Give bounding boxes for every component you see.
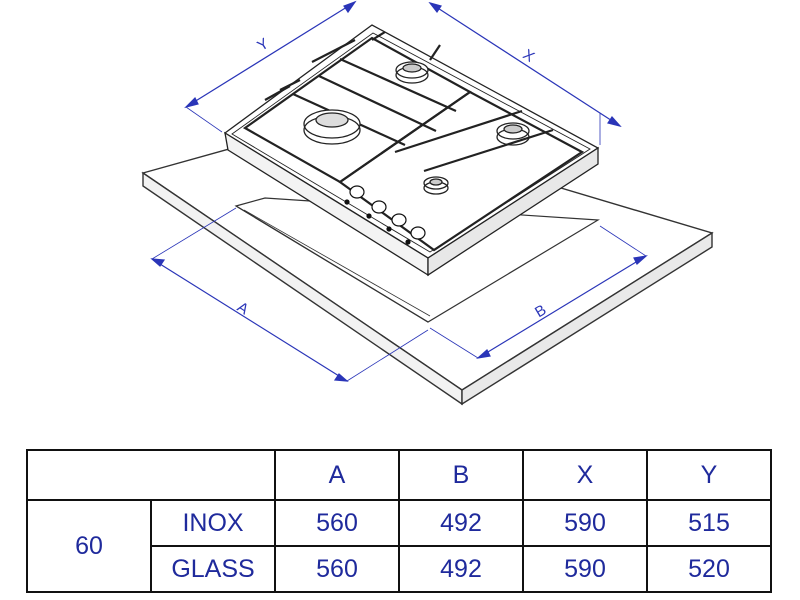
- hob-unit: [223, 24, 600, 277]
- dimension-table: A B X Y 60 INOX 560 492 590 515 GLASS 56…: [26, 449, 772, 593]
- value-cell-x: 590: [522, 499, 648, 547]
- dimension-label-a: A: [234, 299, 252, 319]
- header-cell-empty: [26, 449, 276, 501]
- value-cell-x: 590: [522, 545, 648, 593]
- burner-semi-rapid-rear: [395, 61, 429, 84]
- size-cell: 60: [26, 499, 152, 593]
- dimension-label-y: Y: [254, 35, 272, 55]
- hob-installation-drawing: Y X A B: [141, 0, 714, 406]
- finish-cell: INOX: [150, 499, 276, 547]
- burners: [303, 61, 530, 195]
- table-row: 60 INOX 560 492 590 515: [26, 499, 772, 593]
- value-cell-b: 492: [398, 499, 524, 547]
- knob: [391, 213, 407, 227]
- burner-rapid: [303, 109, 361, 145]
- value-cell-a: 560: [274, 499, 400, 547]
- value-cell-b: 492: [398, 545, 524, 593]
- knob: [349, 185, 365, 199]
- control-knobs: [344, 185, 426, 245]
- dimension-lines: [150, 0, 648, 382]
- value-cell-a: 560: [274, 545, 400, 593]
- value-cell-y: 520: [646, 545, 772, 593]
- knob: [371, 200, 387, 214]
- burner-semi-rapid-right: [496, 122, 530, 146]
- burner-auxiliary: [423, 176, 449, 195]
- header-cell-x: X: [522, 449, 648, 501]
- header-cell-b: B: [398, 449, 524, 501]
- knob: [410, 226, 426, 240]
- table-row: GLASS 560 492 590 520: [27, 545, 772, 593]
- finish-cell: GLASS: [150, 545, 276, 593]
- value-cell-y: 515: [646, 499, 772, 547]
- header-cell-a: A: [274, 449, 400, 501]
- table-header-row: A B X Y: [26, 449, 772, 501]
- header-cell-y: Y: [646, 449, 772, 501]
- pan-supports: [242, 31, 585, 252]
